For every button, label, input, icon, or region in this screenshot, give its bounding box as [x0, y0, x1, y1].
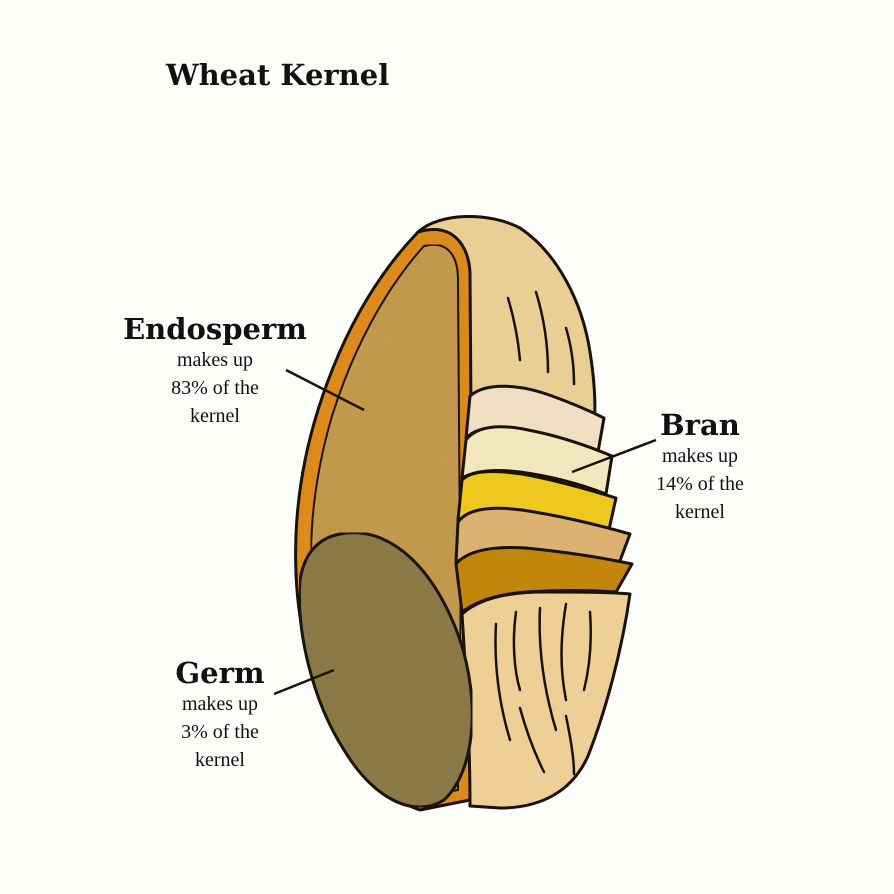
- germ-leader-line: [273, 668, 335, 696]
- endosperm-leader-line: [285, 368, 365, 412]
- germ-name: Germ: [175, 656, 265, 690]
- germ-desc-line-3: kernel: [195, 749, 245, 771]
- husk-front-grooves: [494, 602, 592, 776]
- bran-desc-line-1: makes up: [661, 445, 739, 467]
- bran-desc-line-3: kernel: [675, 501, 725, 523]
- bran-label: Bran makes up 14% of the kernel: [610, 408, 790, 526]
- endosperm-desc-line-1: makes up: [176, 349, 254, 371]
- bran-desc-line-2: 14% of the: [656, 473, 744, 495]
- endosperm-desc-line-2: 83% of the: [171, 377, 259, 399]
- germ-desc-line-2: 3% of the: [181, 721, 259, 743]
- endosperm-label: Endosperm makes up 83% of the kernel: [110, 312, 320, 430]
- germ: [297, 531, 474, 809]
- kernel-husk-front: [460, 590, 632, 810]
- germ-desc-line-1: makes up: [181, 693, 259, 715]
- bran-name: Bran: [660, 408, 740, 442]
- endosperm-name: Endosperm: [123, 312, 307, 346]
- bran-leader-line: [571, 438, 657, 474]
- endosperm-desc-line-3: kernel: [190, 405, 240, 427]
- diagram-title: Wheat Kernel: [166, 58, 390, 92]
- germ-label: Germ makes up 3% of the kernel: [145, 656, 295, 774]
- husk-back-grooves: [506, 290, 576, 386]
